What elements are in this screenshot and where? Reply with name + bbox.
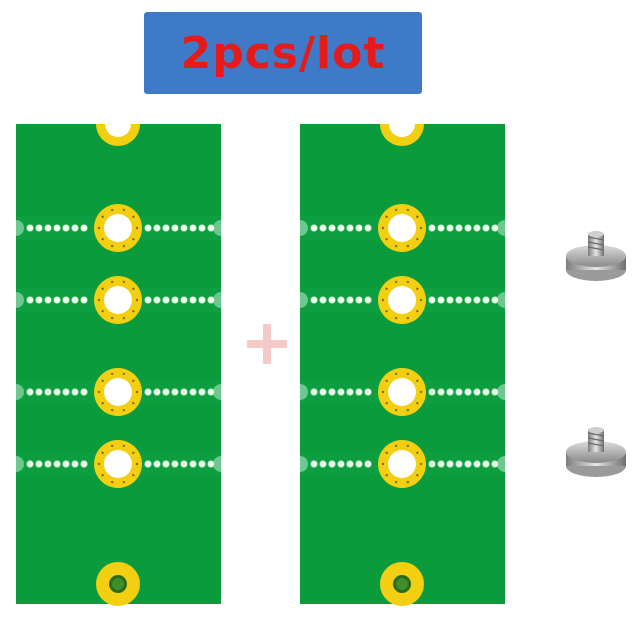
title-text: 2pcs/lot	[180, 27, 386, 79]
adapter-board-left	[16, 124, 221, 606]
adapter-board-right	[300, 124, 505, 606]
screw-top	[562, 226, 634, 290]
screw-bottom	[562, 422, 634, 486]
plus-icon	[247, 324, 287, 364]
title-banner: 2pcs/lot	[144, 12, 422, 94]
